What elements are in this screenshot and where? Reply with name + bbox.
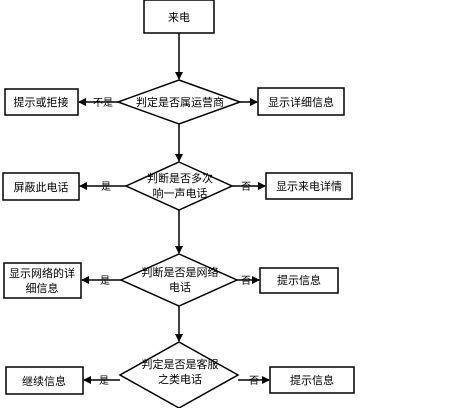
decision-customer-service-diamond (118, 341, 240, 408)
result-caller-details-box (265, 172, 353, 200)
decision-network-call-label-line2: 电话 (169, 281, 191, 294)
result-network-details-box (3, 262, 82, 299)
result-network-details-label-line1: 显示网络的详 (9, 266, 75, 280)
result-prompt-info-2-box (269, 366, 355, 394)
edge-label-q4-left: 是 (99, 375, 109, 387)
result-prompt-or-reject-label: 提示或拒接 (14, 96, 69, 109)
result-show-details-box (257, 87, 345, 116)
decision-customer-service-label-line1: 判定是否是客服 (142, 357, 219, 371)
decision-customer-service-label-line2: 之类电话 (158, 372, 202, 386)
decision-operator-label: 判定是否属运营商 (136, 95, 224, 109)
result-prompt-info-label: 提示信息 (277, 273, 321, 287)
edge-label-q3-right: 否 (241, 275, 251, 287)
decision-one-ring-diamond (124, 161, 234, 211)
result-network-details-label-line2: 细信息 (26, 281, 59, 295)
result-show-details-label: 显示详细信息 (268, 95, 334, 109)
edge-label-q4-right: 否 (249, 375, 259, 387)
result-prompt-info-box (259, 267, 339, 294)
result-caller-details-label: 显示来电详情 (276, 179, 342, 193)
decision-one-ring-label-line1: 判断是否多次 (147, 171, 213, 185)
decision-network-call-diamond (119, 253, 239, 307)
edge-label-q2-left: 是 (101, 181, 111, 193)
start-node-box (143, 0, 215, 34)
start-node-label: 来电 (168, 11, 190, 24)
decision-network-call-label-line1: 判断是否是网络 (142, 265, 219, 279)
decision-one-ring-label-line2: 响一声电话 (153, 186, 208, 200)
edge-label-q3-left: 是 (100, 275, 110, 287)
result-block-call-label: 屏蔽此电话 (14, 181, 69, 194)
edge-label-q1-left: 不是 (93, 97, 113, 109)
result-continue-info-box (5, 366, 84, 395)
result-continue-info-label: 继续信息 (22, 374, 66, 388)
result-prompt-info-2-label: 提示信息 (290, 373, 334, 387)
result-block-call-box (2, 172, 80, 201)
edge-label-q2-right: 否 (241, 181, 251, 193)
result-prompt-or-reject-box (4, 88, 79, 116)
